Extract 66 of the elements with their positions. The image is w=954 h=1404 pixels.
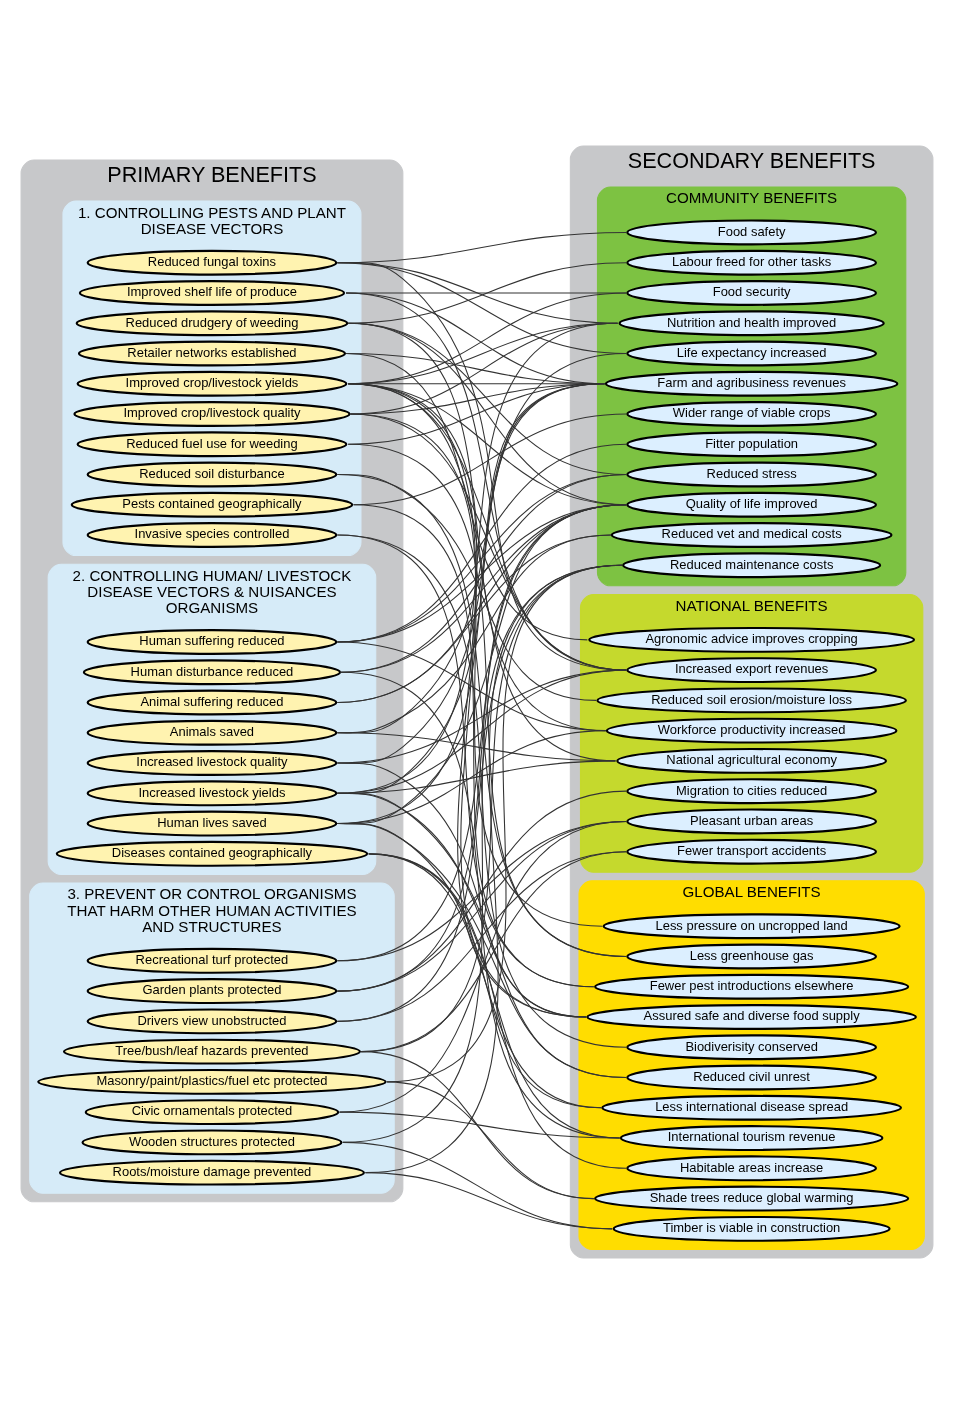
node-ellipse: Roots/moisture damage prevented (58, 1159, 365, 1186)
node-ellipse: Masonry/paint/plastics/fuel etc protected (37, 1068, 387, 1095)
node-ellipse: Food safety (626, 219, 877, 246)
node-ellipse: Less international disease spread (601, 1094, 902, 1121)
node-ellipse: Tree/bush/leaf hazards prevented (62, 1038, 361, 1065)
node-ellipse: Retailer networks established (77, 340, 347, 367)
node-ellipse: Life expectancy increased (626, 340, 877, 367)
node-ellipse: Improved shelf life of produce (78, 280, 346, 306)
node-ellipse: Diseases contained geographically (55, 840, 369, 867)
node-ellipse: Biodiverisity conserved (626, 1034, 877, 1061)
node-ellipse: Reduced soil erosion/moisture loss (596, 687, 907, 714)
node-ellipse: Habitable areas increase (626, 1155, 877, 1182)
connector (342, 1141, 613, 1230)
node-ellipse: Reduced drudgery of weeding (75, 310, 349, 337)
connector (360, 1051, 595, 1200)
node-ellipse: Wooden structures protected (81, 1129, 343, 1156)
node-ellipse: Drivers view unobstructed (86, 1008, 338, 1035)
node-ellipse: Reduced stress (626, 461, 877, 488)
node-ellipse: Increased livestock quality (86, 750, 338, 777)
connector (338, 1111, 621, 1139)
connector (386, 1081, 595, 1200)
node-ellipse: Quality of life improved (626, 491, 877, 518)
node-ellipse: Recreational turf protected (86, 947, 338, 974)
connector (368, 853, 602, 1109)
node-ellipse: Migration to cities reduced (626, 778, 877, 805)
node-ellipse: Labour freed for other tasks (626, 249, 877, 276)
node-ellipse: Invasive species controlled (86, 522, 338, 548)
node-ellipse: Human suffering reduced (86, 629, 338, 655)
node-ellipse: Garden plants protected (86, 978, 338, 1005)
node-ellipse: Fewer transport accidents (626, 838, 877, 865)
node-ellipse: Reduced fungal toxins (86, 249, 338, 276)
connector (345, 352, 588, 641)
node-ellipse: Workforce productivity increased (605, 717, 898, 744)
node-ellipse: Assured safe and diverse food supply (586, 1004, 917, 1030)
node-ellipse: International tourism revenue (619, 1125, 884, 1152)
node-ellipse: Improved crop/livestock yields (76, 370, 348, 397)
node-ellipse: Shade trees reduce global warming (594, 1185, 910, 1212)
node-ellipse: Improved crop/livestock quality (73, 401, 351, 427)
node-ellipse: Less pressure on uncropped land (602, 913, 901, 940)
node-ellipse: Fewer pest introductions elsewhere (594, 973, 910, 1000)
node-ellipse: Fitter population (626, 431, 877, 458)
node-ellipse: Human lives saved (86, 810, 338, 837)
node-ellipse: Pleasant urban areas (626, 808, 877, 835)
node-ellipse: Timber is viable in construction (612, 1215, 891, 1242)
node-ellipse: Reduced fuel use for weeding (76, 431, 348, 458)
node-ellipse: Animal suffering reduced (86, 689, 338, 716)
node-ellipse: Increased livestock yields (86, 780, 338, 807)
node-ellipse: National agricultural economy (616, 747, 888, 774)
node-ellipse: Reduced civil unrest (626, 1064, 877, 1091)
node-ellipse: Increased export revenues (626, 657, 877, 684)
node-ellipse: Food security (626, 280, 877, 306)
connector (336, 641, 607, 732)
node-ellipse: Wider range of viable crops (626, 401, 877, 427)
node-ellipse: Nutrition and health improved (618, 310, 885, 337)
connector (340, 671, 621, 1139)
connector (347, 383, 604, 927)
node-ellipse: Pests contained geographically (70, 491, 354, 518)
node-ellipse: Reduced vet and medical costs (610, 522, 893, 548)
node-ellipse: Reduced maintenance costs (622, 552, 882, 579)
node-ellipse: Animals saved (86, 719, 338, 746)
node-ellipse: Agronomic advice improves cropping (588, 626, 916, 653)
node-ellipse: Farm and agribusiness revenues (604, 370, 899, 397)
node-ellipse: Less greenhouse gas (626, 943, 877, 970)
node-ellipse: Human disturbance reduced (82, 659, 342, 686)
node-ellipse: Civic ornamentals protected (84, 1099, 340, 1126)
node-ellipse: Reduced soil disturbance (86, 461, 338, 488)
